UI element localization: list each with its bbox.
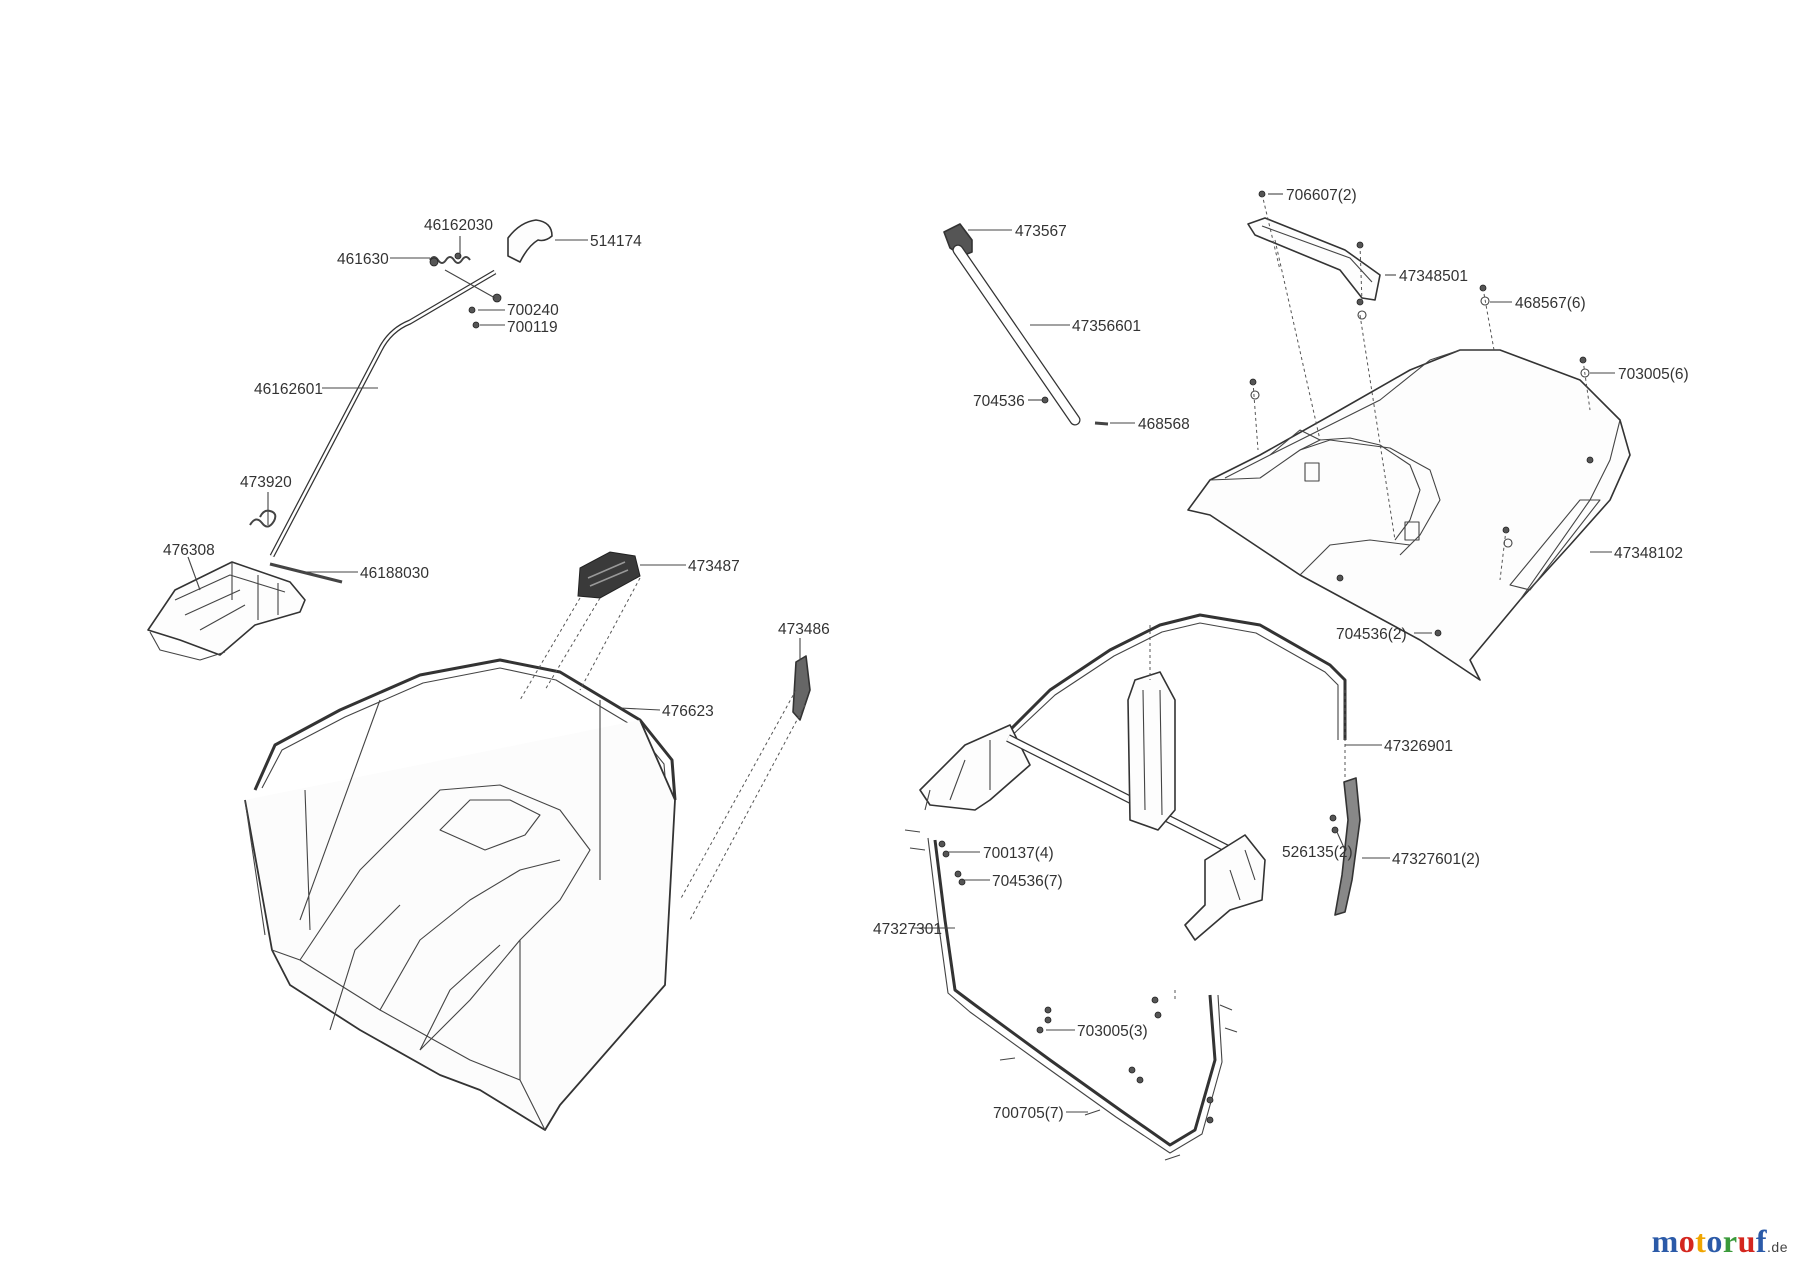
logo-letter: u: [1737, 1223, 1756, 1259]
label-703005-6: 703005(6): [1618, 366, 1689, 383]
label-526135: 526135(2): [1282, 844, 1353, 861]
label-47348102: 47348102: [1614, 545, 1683, 562]
label-700705: 700705(7): [993, 1105, 1064, 1122]
logo-letter: o: [1706, 1223, 1723, 1259]
label-47327301: 47327301: [873, 921, 942, 938]
label-468568: 468568: [1138, 416, 1190, 433]
label-700137: 700137(4): [983, 845, 1054, 862]
label-46162030: 46162030: [424, 217, 493, 234]
label-473486: 473486: [778, 621, 830, 638]
label-706607: 706607(2): [1286, 187, 1357, 204]
logo-letter: o: [1678, 1223, 1696, 1259]
label-468567: 468567(6): [1515, 295, 1586, 312]
label-704536-7: 704536(7): [992, 873, 1063, 890]
label-476623: 476623: [662, 703, 714, 720]
label-473487: 473487: [688, 558, 740, 575]
catcher-frame: [904, 613, 1361, 1161]
logo-suffix: .de: [1767, 1239, 1788, 1255]
label-46162601: 46162601: [254, 381, 323, 398]
label-514174: 514174: [590, 233, 642, 250]
grass-catcher-bag: [244, 551, 811, 1131]
logo-letter: t: [1695, 1223, 1707, 1259]
leader-lines: [187, 193, 1615, 1113]
top-cover: [1187, 190, 1631, 681]
part-number-labels: 46162030 514174 461630 700240 700119 461…: [163, 187, 1689, 1122]
motoruf-logo: motoruf.de: [1652, 1223, 1788, 1260]
label-47348501: 47348501: [1399, 268, 1468, 285]
label-704536: 704536: [973, 393, 1025, 410]
label-700119: 700119: [507, 319, 558, 336]
label-46188030: 46188030: [360, 565, 429, 582]
label-473920: 473920: [240, 474, 292, 491]
label-47356601: 47356601: [1072, 318, 1141, 335]
label-700240: 700240: [507, 302, 559, 319]
label-704536-2: 704536(2): [1336, 626, 1407, 643]
label-47327601: 47327601(2): [1392, 851, 1480, 868]
handle-lever-assembly: [147, 219, 553, 661]
logo-letter: f: [1755, 1223, 1768, 1259]
label-703005-3: 703005(3): [1077, 1023, 1148, 1040]
label-476308: 476308: [163, 542, 215, 559]
label-461630: 461630: [337, 251, 389, 268]
label-47326901: 47326901: [1384, 738, 1453, 755]
logo-letter: r: [1722, 1223, 1738, 1259]
logo-letter: m: [1651, 1223, 1679, 1259]
label-473567: 473567: [1015, 223, 1067, 240]
